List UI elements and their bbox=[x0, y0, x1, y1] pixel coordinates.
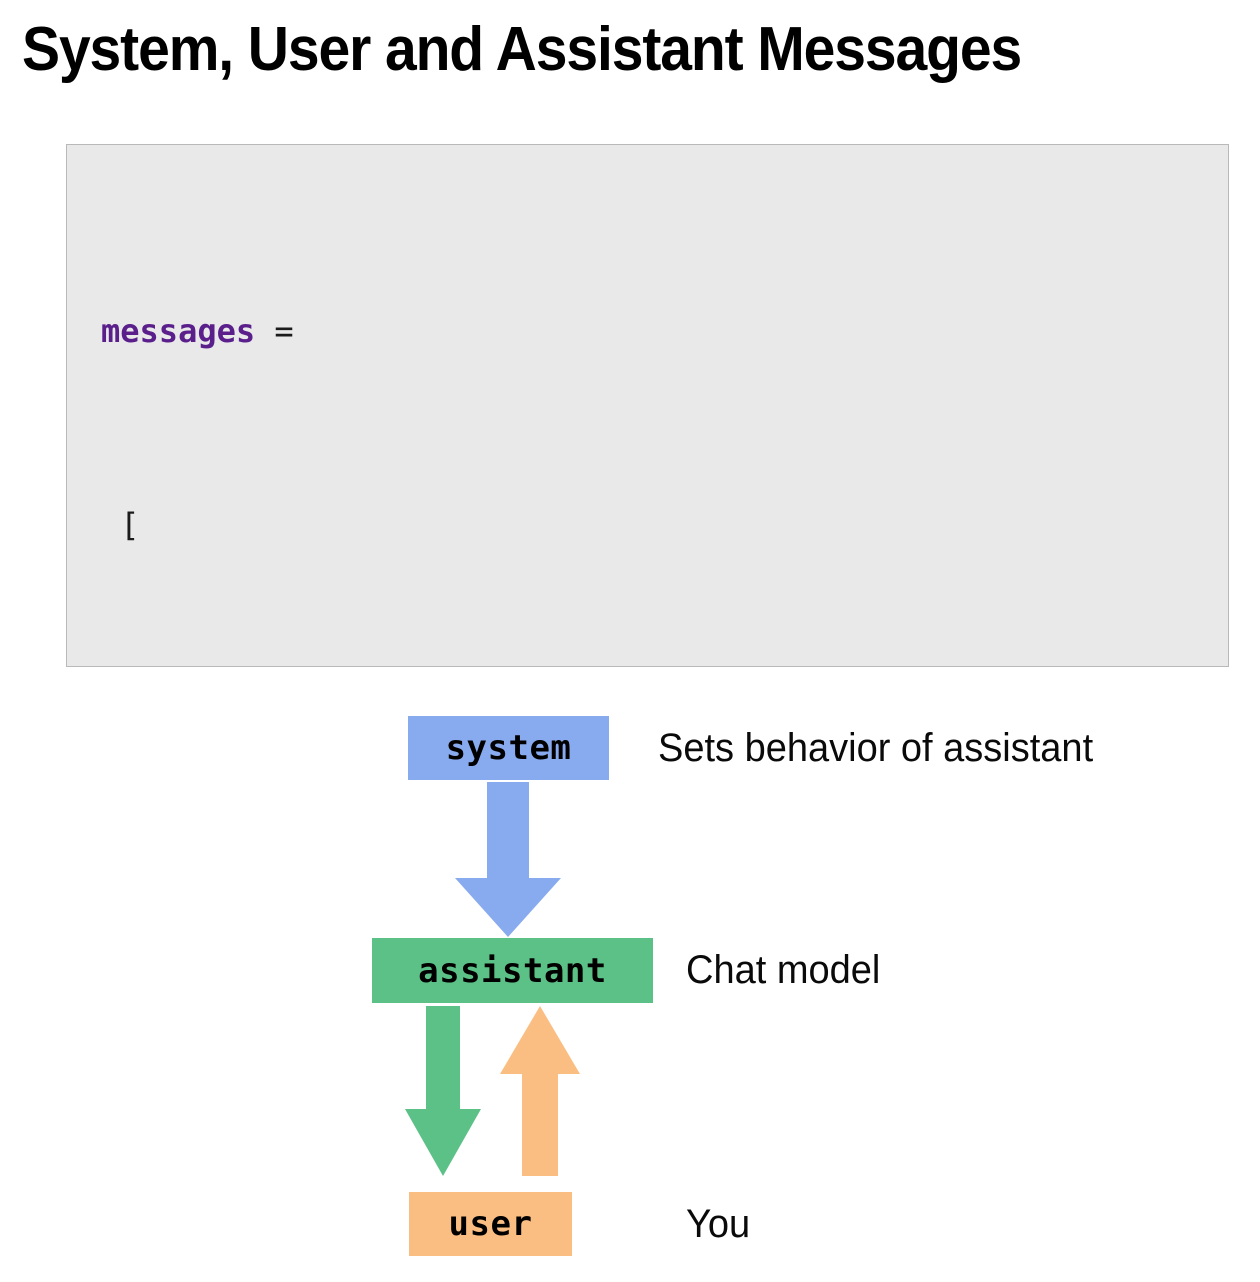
code-line-open-bracket: [ bbox=[101, 501, 872, 550]
diagram-node-assistant: assistant bbox=[372, 938, 653, 1003]
token-open-bracket: [ bbox=[101, 505, 140, 544]
token-variable-messages: messages bbox=[101, 311, 256, 350]
arrow-system-to-assistant-icon bbox=[455, 782, 561, 937]
diagram-node-system: system bbox=[408, 716, 609, 780]
diagram-node-user: user bbox=[409, 1192, 572, 1256]
code-line-messages-assign: messages = bbox=[101, 307, 872, 356]
code-block: messages = [ {"role": ”system", "content… bbox=[66, 144, 1229, 667]
diagram-caption-user: You bbox=[686, 1202, 751, 1246]
page-title: System, User and Assistant Messages bbox=[22, 15, 1022, 84]
diagram-caption-assistant: Chat model bbox=[686, 948, 881, 992]
code-listing: messages = [ {"role": ”system", "content… bbox=[101, 161, 872, 666]
arrow-assistant-to-user-icon bbox=[405, 1006, 481, 1176]
token-assignment-operator: = bbox=[255, 311, 294, 350]
roles-flow-diagram: system Sets behavior of assistant assist… bbox=[0, 690, 1260, 1282]
diagram-caption-system: Sets behavior of assistant bbox=[658, 726, 1094, 770]
arrow-user-to-assistant-icon bbox=[500, 1006, 580, 1176]
